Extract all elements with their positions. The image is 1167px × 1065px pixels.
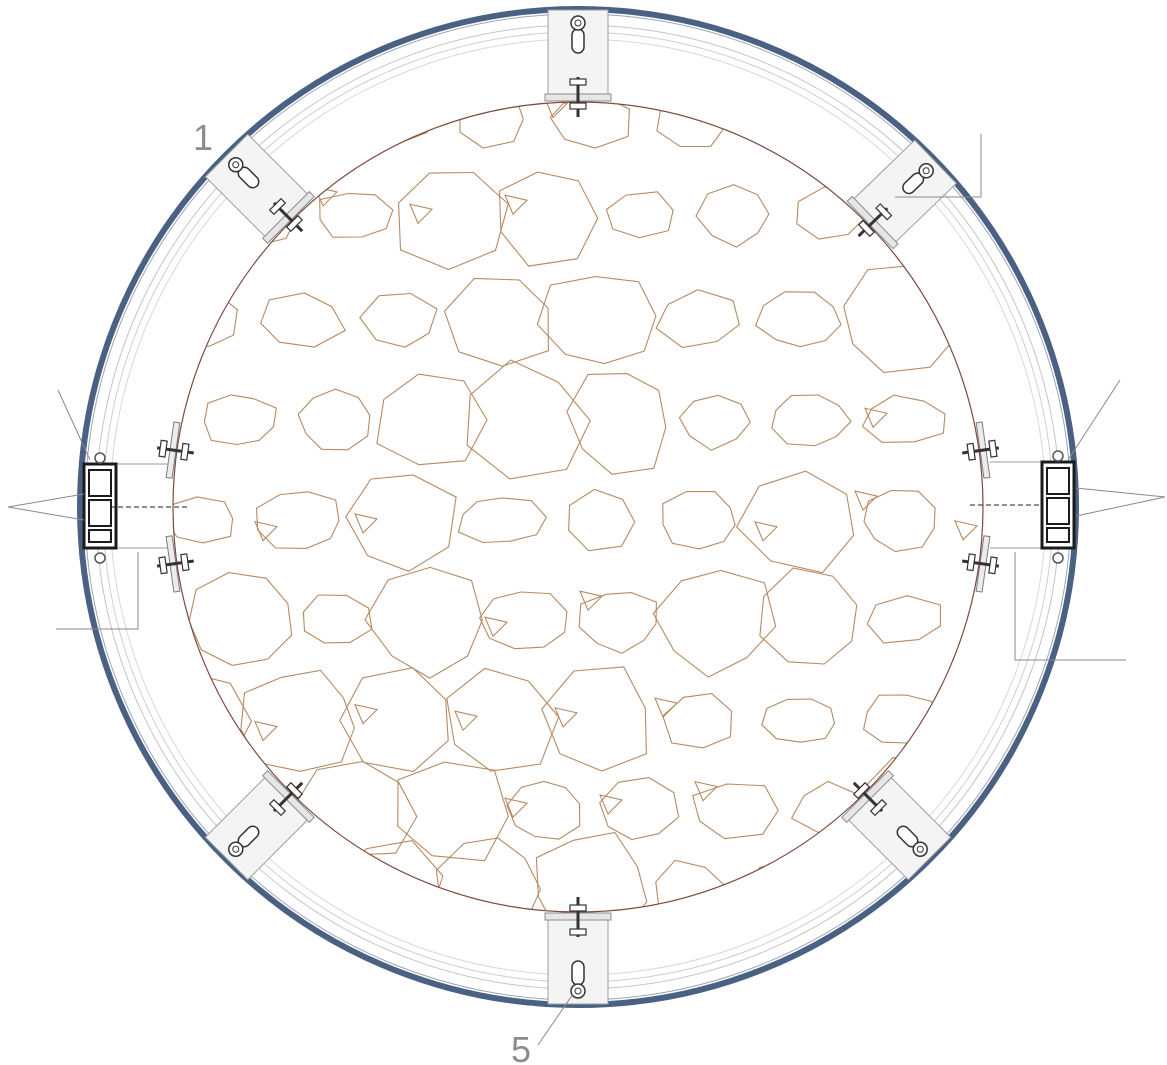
stone	[745, 861, 833, 912]
callout-1: 1	[193, 117, 213, 158]
stone	[662, 490, 736, 550]
stone	[541, 666, 647, 772]
stone	[655, 289, 740, 349]
stone	[345, 474, 457, 572]
stone-chip	[484, 616, 509, 638]
stone	[568, 488, 636, 552]
stone	[203, 394, 277, 446]
stone-chip	[354, 703, 379, 725]
stone-chip	[454, 710, 479, 732]
bracket-bottom-left	[204, 770, 315, 881]
stone	[457, 497, 547, 544]
stone	[863, 489, 936, 553]
stone	[695, 184, 770, 248]
stone-mosaic	[173, 102, 983, 912]
stone-chip	[254, 720, 279, 742]
stone	[655, 859, 726, 912]
bracket-bottom-right	[841, 770, 952, 881]
stone	[339, 667, 449, 773]
stone	[759, 567, 858, 665]
stone	[750, 102, 825, 144]
stone-chip	[844, 864, 869, 886]
left-hinge	[7, 389, 190, 630]
stone	[459, 102, 524, 149]
stone	[566, 373, 667, 475]
stone-chip	[954, 305, 979, 327]
stone	[302, 594, 373, 644]
stone	[478, 591, 568, 650]
stone	[173, 496, 234, 544]
stone	[446, 667, 560, 772]
stone-chip	[754, 521, 779, 542]
stone	[578, 592, 657, 654]
stone-chip	[579, 590, 604, 612]
stone	[866, 595, 941, 644]
stone	[443, 277, 549, 367]
stone	[188, 572, 293, 666]
stone-chip	[444, 102, 469, 115]
stone	[536, 276, 657, 365]
stone-chip	[864, 407, 889, 429]
svg-text:1: 1	[193, 117, 213, 158]
stone-chip	[599, 794, 624, 815]
stone	[754, 291, 842, 348]
stone-chip	[444, 897, 469, 912]
stone	[297, 388, 371, 451]
stone-chip	[409, 203, 434, 225]
stone-chip	[354, 513, 379, 534]
stone	[466, 359, 591, 480]
stone	[761, 698, 836, 743]
stone	[240, 669, 355, 772]
stone-chip	[854, 490, 879, 512]
stone	[549, 102, 630, 149]
stone	[345, 102, 428, 145]
stone-chip	[554, 707, 579, 728]
stone	[398, 171, 509, 271]
stone-chip	[954, 717, 979, 738]
bracket-left-lower	[156, 535, 194, 593]
right-hinge	[970, 379, 1166, 661]
stone	[605, 191, 674, 239]
svg-text:5: 5	[511, 1029, 531, 1065]
stone	[359, 292, 438, 348]
stone-chip	[694, 780, 719, 802]
stone	[376, 373, 488, 466]
bracket-top	[544, 9, 612, 117]
stone	[506, 780, 581, 840]
callout-5: 5	[511, 993, 574, 1065]
stone	[498, 171, 599, 267]
bracket-right-lower	[962, 535, 1000, 593]
leader-top-right	[895, 134, 982, 198]
stone	[255, 491, 340, 549]
stone	[771, 394, 852, 447]
stone-chip	[504, 797, 529, 819]
stone	[662, 693, 733, 749]
stone	[599, 777, 680, 841]
stone	[861, 394, 946, 443]
stone	[435, 837, 542, 912]
bracket-bottom	[544, 897, 612, 1005]
bracket-top-left	[204, 133, 315, 244]
stone	[535, 831, 648, 912]
stone	[260, 292, 347, 348]
stone	[652, 569, 777, 678]
stone	[678, 394, 751, 451]
bracket-group	[156, 9, 1000, 1005]
bracket-top-right	[846, 139, 958, 250]
stone	[397, 761, 509, 862]
bracket-left-upper	[156, 421, 194, 479]
stone	[735, 470, 855, 574]
stone-chip	[954, 520, 979, 541]
bracket-right-upper	[962, 421, 1000, 479]
stone	[319, 192, 394, 238]
stone-chip	[504, 194, 529, 216]
stone	[364, 566, 483, 679]
stone-chip	[544, 102, 569, 119]
stone	[692, 783, 779, 840]
